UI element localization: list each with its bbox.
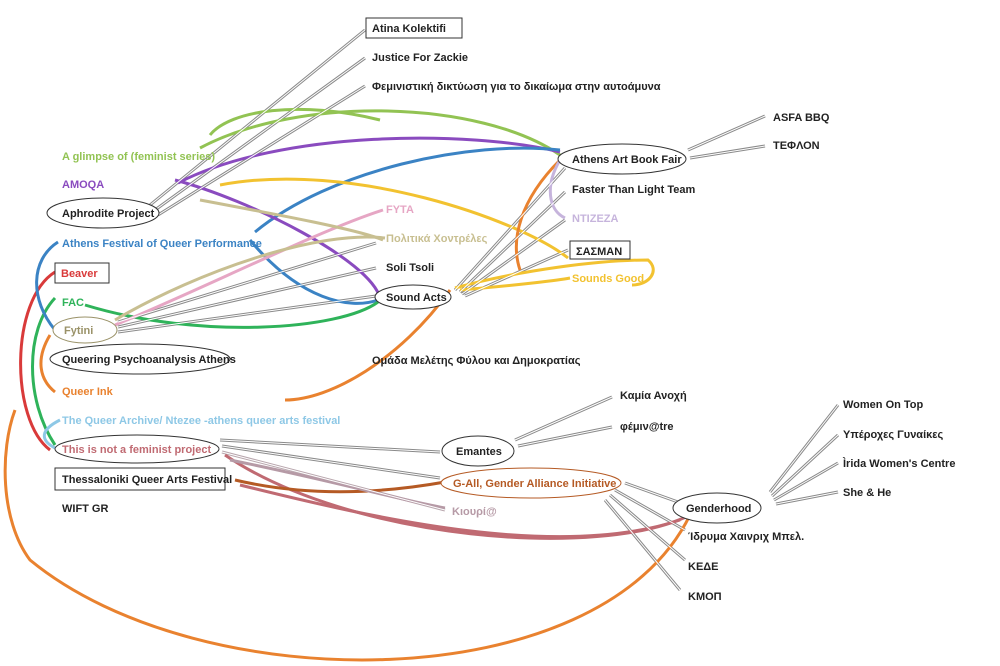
label-atina[interactable]: Atina Kolektifi (372, 23, 446, 35)
edge-green-left-loop (31, 296, 57, 446)
label-soundacts[interactable]: Sound Acts (386, 292, 447, 304)
ellipse-notfeminist (54, 434, 220, 464)
label-soundsgood[interactable]: Sounds Good (572, 273, 644, 285)
ellipse-fytini (52, 316, 118, 344)
edge-tan-politika (199, 198, 384, 242)
label-artbook[interactable]: Athens Art Book Fair (572, 154, 682, 166)
label-wift[interactable]: WIFT GR (62, 503, 108, 515)
label-afqp[interactable]: Athens Festival of Queer Performance (62, 238, 262, 250)
label-faster[interactable]: Faster Than Light Team (572, 184, 695, 196)
label-fytini[interactable]: Fytini (64, 325, 93, 337)
edge-fytini-politika (114, 235, 386, 322)
ellipse-genderhood (672, 492, 762, 524)
label-glimpse[interactable]: A glimpse of (feminist series) (62, 151, 215, 163)
edge-amoqa-soundacts (174, 178, 382, 299)
label-queerarchive[interactable]: The Queer Archive/ Ntezee -athens queer … (62, 415, 340, 427)
label-beaver[interactable]: Beaver (61, 268, 98, 280)
edges-inner-group (117, 29, 839, 591)
label-amoqa[interactable]: AMOQA (62, 179, 104, 191)
label-teflon[interactable]: ΤΕΦΛΟΝ (773, 140, 820, 152)
edge-orange-artbook-loop (514, 158, 562, 271)
ellipse-gall (440, 467, 622, 499)
label-kede[interactable]: ΚΕΔΕ (688, 561, 719, 573)
edge-fytini-fyta (114, 208, 384, 327)
ellipse-emantes (441, 435, 515, 467)
label-womentop[interactable]: Women On Top (843, 399, 924, 411)
label-aphrodite[interactable]: Aphrodite Project (62, 208, 155, 220)
box-atina (365, 17, 463, 39)
label-notfeminist[interactable]: This is not a feminist project (62, 444, 211, 456)
node-labels: Atina Kolektifi Justice For Zackie Φεμιν… (61, 23, 955, 603)
ellipse-aphrodite (46, 197, 160, 229)
label-emantes[interactable]: Emantes (456, 446, 502, 458)
label-fyta[interactable]: FYTA (386, 204, 414, 216)
label-omada[interactable]: Ομάδα Μελέτης Φύλου και Δημοκρατίας (372, 355, 581, 367)
label-politika[interactable]: Πολιτικά Χοντρέλες (386, 233, 488, 245)
box-beaver (54, 262, 110, 284)
node-shapes (46, 17, 762, 524)
label-queerink[interactable]: Queer Ink (62, 386, 114, 398)
label-sasman[interactable]: ΣΑΣΜΑΝ (576, 246, 622, 258)
label-ntizeza[interactable]: ΝΤΙΖΕΖΑ (572, 213, 618, 225)
ellipse-artbook (557, 143, 687, 175)
label-tqaf[interactable]: Thessaloniki Queer Arts Festival (62, 474, 232, 486)
label-qpa[interactable]: Queering Psychoanalysis Athens (62, 354, 236, 366)
edge-rose-tqaf-genderhood (239, 483, 681, 539)
label-femintre[interactable]: φέμιν@tre (620, 421, 674, 433)
edge-amoqa-artbook (177, 136, 561, 185)
edge-soundsgood-loop (454, 258, 655, 290)
label-soli[interactable]: Soli Tsoli (386, 262, 434, 274)
label-kmop[interactable]: ΚΜΟΠ (688, 591, 722, 603)
label-kiouri[interactable]: Κιουρί@ (452, 506, 497, 518)
label-asfa[interactable]: ASFA BBQ (773, 112, 830, 124)
label-genderhood[interactable]: Genderhood (686, 503, 751, 515)
edge-brown-tqaf-gall (234, 478, 446, 494)
box-sasman (569, 240, 631, 260)
label-kamia[interactable]: Καμία Ανοχή (620, 390, 687, 402)
box-tqaf (54, 467, 226, 491)
edge-afqp-artbook (254, 146, 561, 234)
label-shehe[interactable]: She & He (843, 487, 891, 499)
edge-rose-notfem-genderhood (224, 453, 691, 540)
label-gall[interactable]: G-All, Gender Alliance Initiative (453, 478, 616, 490)
edge-blue-left-loop (35, 240, 59, 331)
label-idryma[interactable]: Ίδρυμα Χαινριχ Μπελ. (688, 531, 804, 543)
edge-lilac-ntizeza (548, 159, 566, 220)
label-irida[interactable]: Ìrida Women's Centre (842, 457, 955, 470)
edge-glimpse-artbook (199, 109, 561, 157)
edge-ltblue-left (42, 418, 61, 450)
label-justice[interactable]: Justice For Zackie (372, 52, 468, 64)
edge-fac-soundacts (84, 300, 379, 329)
edge-glimpse-gfr (208, 107, 381, 136)
label-femdiktyo[interactable]: Φεμινιστική δικτύωση για το δικαίωμα στη… (372, 81, 661, 93)
edge-mauve-kiouri (229, 458, 446, 510)
edge-orange-soundacts-omada (284, 289, 452, 402)
label-yperoxes[interactable]: Υπέροχες Γυναίκες (843, 429, 943, 441)
edge-soundacts-soundsgood (459, 276, 571, 292)
edge-yellow-aphro-sasman (219, 177, 569, 260)
label-fac[interactable]: FAC (62, 297, 84, 309)
ellipse-qpa (49, 343, 231, 375)
edge-red-left-loop (19, 270, 56, 452)
edge-orange-left-loop (39, 334, 56, 394)
edge-orange-bottom-loop (3, 409, 692, 662)
ellipse-soundacts (374, 284, 452, 310)
